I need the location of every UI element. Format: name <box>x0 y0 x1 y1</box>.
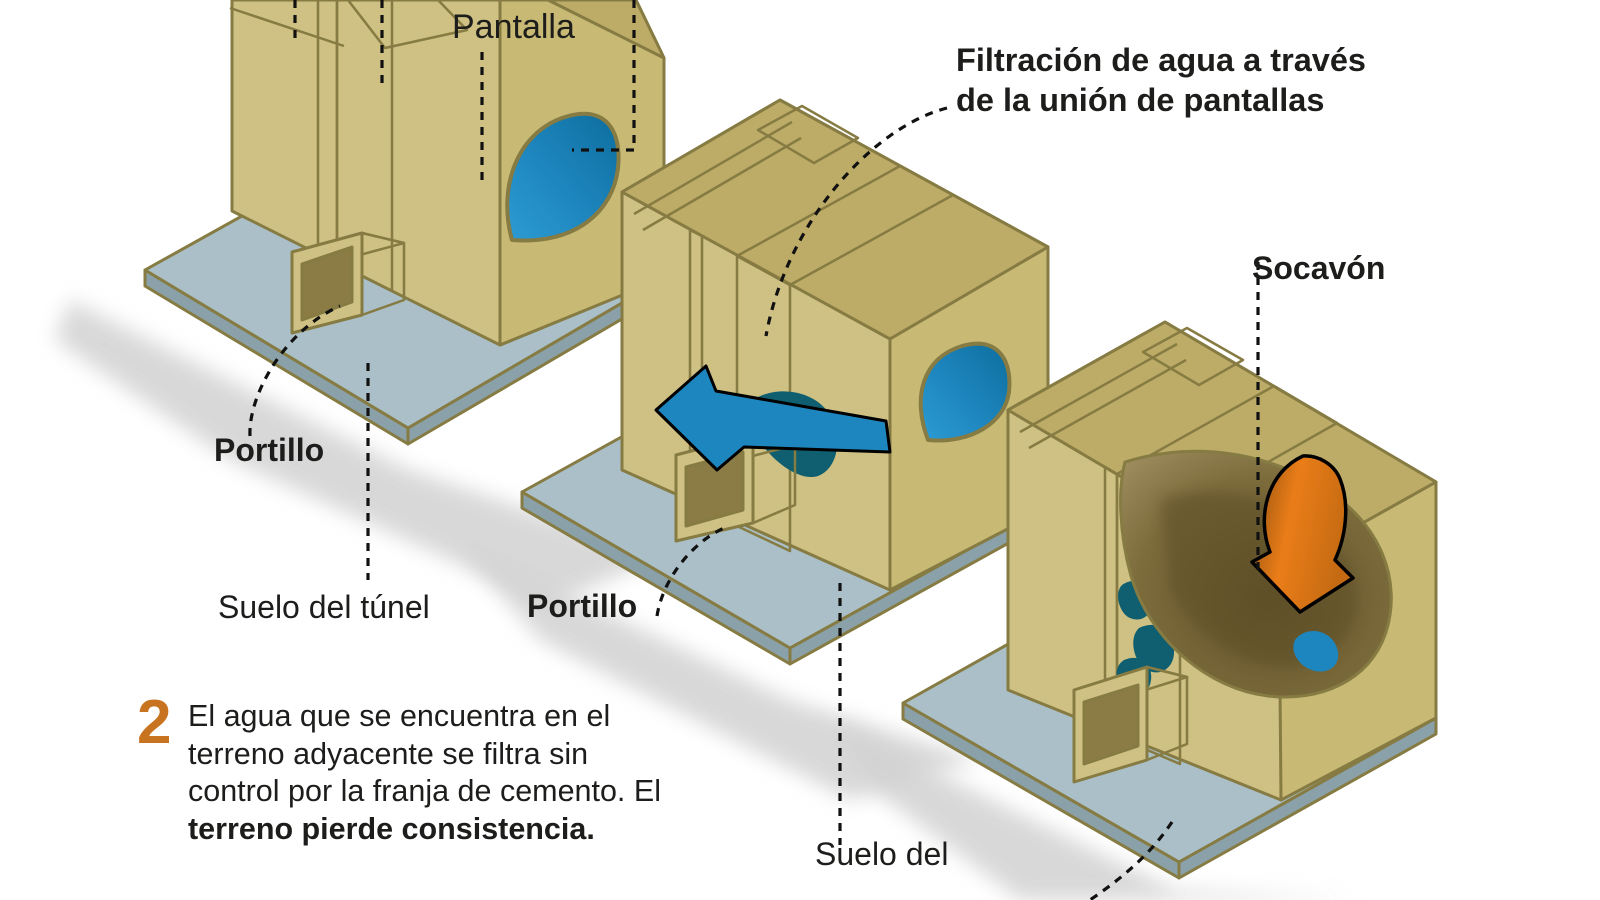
leader-lines <box>248 0 1260 900</box>
block1-portillo-box <box>290 231 406 335</box>
block1-shadow <box>55 300 665 605</box>
leader-filtracion <box>764 106 948 337</box>
step-caption-bold-line: terreno pierde consistencia. <box>188 811 595 846</box>
step-caption-line1: El agua que se encuentra en el <box>188 699 611 733</box>
suelo-tunel-left-label: Suelo del túnel <box>218 589 430 625</box>
block3-shadow <box>830 720 1360 900</box>
block2-water-seep <box>918 341 1012 443</box>
block3-portillo-opening <box>1082 683 1140 766</box>
block1-panel-joint <box>335 0 394 293</box>
step-number: 2 <box>137 688 172 757</box>
socavon-label: Socavón <box>1252 250 1386 286</box>
block2-joint-cap <box>756 104 860 165</box>
block1-portillo-opening <box>300 245 354 322</box>
diagram-block-3 <box>830 320 1438 900</box>
pantalla-label: Pantalla <box>452 8 575 46</box>
block3-joint-cap <box>1141 326 1245 387</box>
water-inflow-arrow-icon <box>654 364 892 472</box>
diagram-block-2 <box>455 98 1050 800</box>
ground-collapse-arrow-icon <box>1250 454 1355 614</box>
leader-water-seep <box>572 0 636 152</box>
block2-portillo-box <box>674 433 797 543</box>
block1-joint-cap <box>346 0 469 50</box>
leader-portillo-left <box>248 304 341 437</box>
portillo-left-label: Portillo <box>214 432 325 468</box>
filtracion-label-line1: Filtración de agua a través <box>956 42 1367 78</box>
sinkhole-water <box>1293 630 1339 672</box>
block3-portillo-box <box>1072 665 1189 784</box>
portillo-middle-label: Portillo <box>527 588 638 624</box>
block1-water-seep <box>505 111 621 243</box>
step-caption-line2: terreno adyacente se filtra sin <box>188 736 589 771</box>
suelo-tunel-bottom-label: Suelo del <box>815 836 949 872</box>
filtracion-label-line2: de la unión de pantallas <box>956 82 1325 118</box>
step-caption: El agua que se encuentra en el terreno a… <box>188 698 661 848</box>
step-caption-line3: control por la franja de cemento. El <box>188 774 662 808</box>
filtracion-label: Filtración de agua a través de la unión … <box>956 40 1366 120</box>
